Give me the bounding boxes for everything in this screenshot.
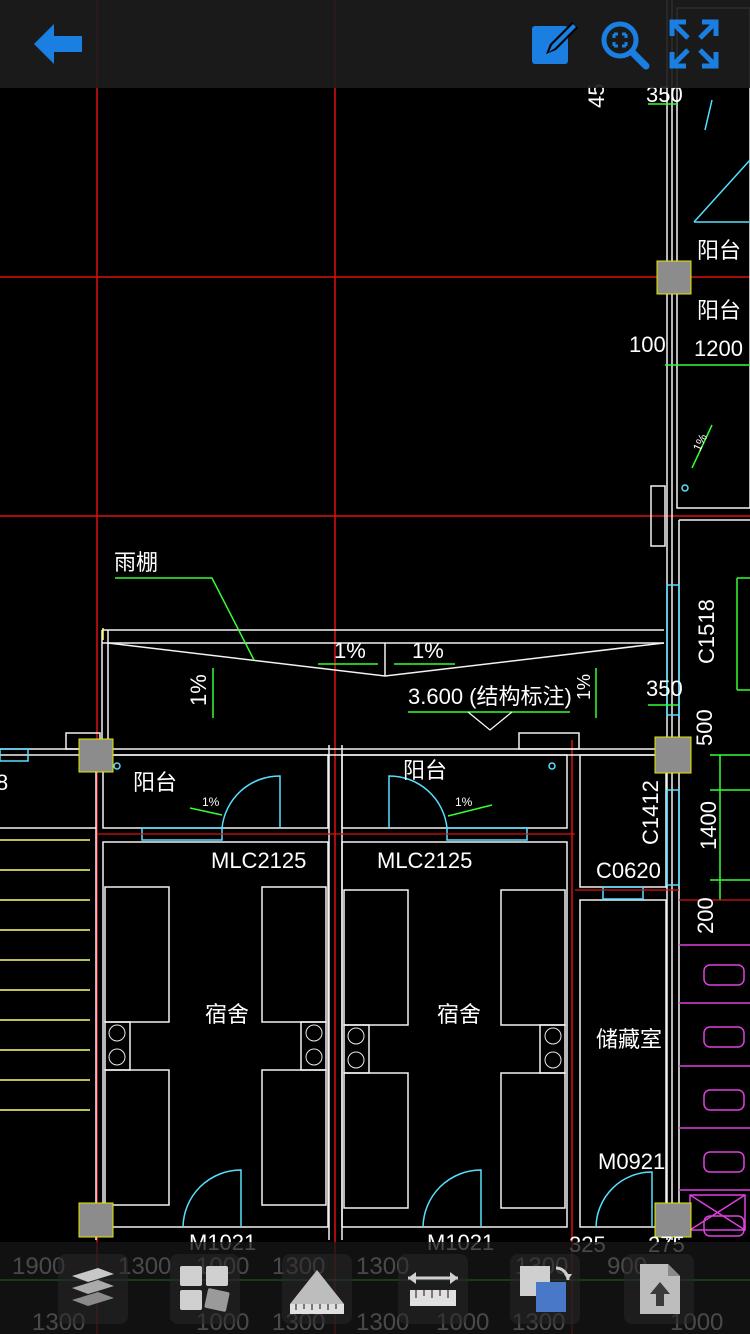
- stairs: [0, 628, 104, 1111]
- label-slope: 1%: [186, 674, 211, 706]
- dim-text: 350: [646, 676, 683, 701]
- label-window: C1518: [694, 599, 719, 664]
- dim-text: 8: [0, 770, 8, 795]
- dim-text: 200: [693, 897, 718, 934]
- walls: [0, 0, 750, 1240]
- measure-distance-button[interactable]: [398, 1254, 468, 1324]
- bottom-toolbar: [0, 1242, 750, 1334]
- edit-pen-icon: [532, 22, 578, 64]
- edit-button[interactable]: [524, 14, 584, 74]
- label-window: MLC2125: [211, 848, 306, 873]
- arrow-left-icon: [34, 24, 82, 64]
- back-button[interactable]: [28, 14, 88, 74]
- dim-text: 500: [692, 709, 717, 746]
- label-balcony: 阳台: [697, 238, 741, 263]
- label-balcony: 阳台: [697, 298, 741, 323]
- dim-text: 1400: [696, 801, 721, 850]
- expand-arrows-icon: [669, 19, 719, 69]
- fixtures: [108, 1024, 562, 1069]
- magenta-fixtures: [679, 944, 750, 1237]
- label-room: 宿舍: [437, 1002, 481, 1027]
- label-room: 储藏室: [596, 1027, 662, 1052]
- zoom-magnifier-icon: [601, 21, 650, 70]
- dim-text: 1200: [694, 336, 743, 361]
- export-file-icon: [640, 1264, 680, 1314]
- elevation-marker: [467, 711, 513, 731]
- label-room: 宿舍: [205, 1002, 249, 1027]
- label-window: C1412: [638, 780, 663, 845]
- label-slope: 1%: [412, 638, 444, 663]
- layers-button[interactable]: [58, 1254, 128, 1324]
- label-door: M0921: [598, 1149, 665, 1174]
- label-window: C0620: [596, 858, 661, 883]
- measure-distance-ruler-icon: [408, 1272, 458, 1306]
- label-slope: 1%: [574, 674, 594, 700]
- overlay-switch-icon: [520, 1266, 572, 1312]
- label-balcony: 阳台: [133, 770, 177, 795]
- label-slope: 1%: [202, 795, 220, 809]
- measure-triangle-ruler-icon: [290, 1270, 344, 1314]
- label-slope: 1%: [334, 638, 366, 663]
- layout-button[interactable]: [170, 1254, 240, 1324]
- layout-grid-icon: [180, 1266, 230, 1312]
- label-slope: 1%: [455, 795, 473, 809]
- label-canopy: 雨棚: [114, 550, 158, 575]
- top-toolbar: [0, 0, 750, 88]
- zoom-button[interactable]: [594, 14, 654, 74]
- label-slope: 1%: [690, 431, 710, 453]
- label-balcony: 阳台: [403, 758, 447, 783]
- balcony-drain: [693, 99, 750, 223]
- export-button[interactable]: [624, 1254, 694, 1324]
- fullscreen-button[interactable]: [664, 14, 724, 74]
- dimension-leaders: [0, 103, 750, 1281]
- layers-icon: [72, 1268, 114, 1306]
- label-elevation: 3.600 (结构标注): [408, 684, 572, 709]
- inner-red-lines: [97, 833, 750, 901]
- label-window: MLC2125: [377, 848, 472, 873]
- structural-columns: [78, 260, 692, 1238]
- overlay-button[interactable]: [510, 1254, 580, 1324]
- dim-text: 100: [629, 332, 666, 357]
- measure-area-button[interactable]: [282, 1254, 352, 1324]
